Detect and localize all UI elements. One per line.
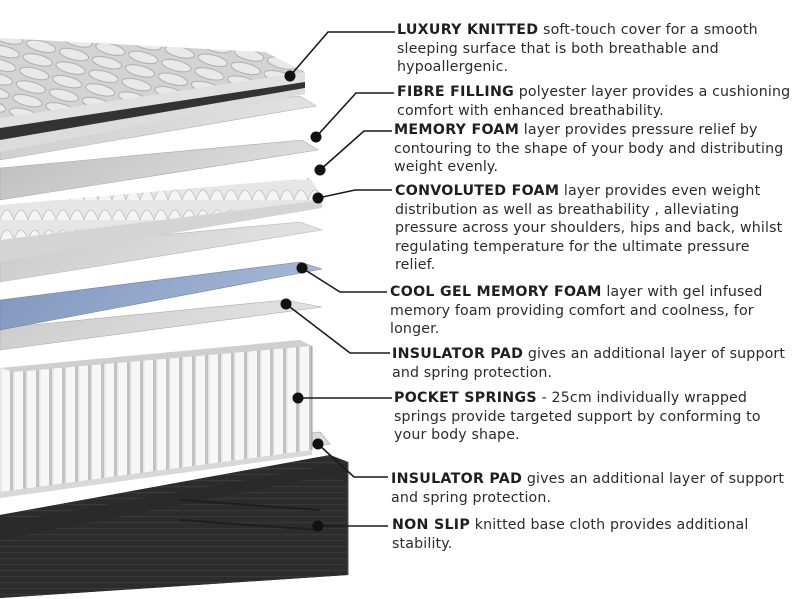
leader-lines: [285, 31, 395, 527]
callout-body: gives an additional layer of support and…: [392, 346, 786, 381]
leader-line-cool-gel: [301, 267, 387, 293]
callout-convoluted-foam: CONVOLUTED FOAM layer provides even weig…: [395, 182, 793, 275]
callout-heading: COOL GEL MEMORY FOAM: [390, 284, 602, 300]
callout-body: polyester layer provides a cushioning co…: [397, 84, 791, 119]
leader-line-memory-foam: [319, 130, 392, 171]
callout-luxury-knitted: LUXURY KNITTED soft-touch cover for a sm…: [397, 21, 793, 77]
upper-insulator-pad: [0, 299, 323, 351]
callout-pocket-springs: POCKET SPRINGS - 25cm individually wrapp…: [394, 389, 796, 445]
callout-heading: FIBRE FILLING: [397, 84, 515, 100]
callout-non-slip: NON SLIP knitted base cloth provides add…: [392, 516, 796, 553]
callout-heading: INSULATOR PAD: [391, 471, 523, 487]
callout-body: gives an additional layer of support and…: [391, 471, 785, 506]
callout-heading: NON SLIP: [392, 517, 471, 533]
leader-line-luxury-knitted: [289, 31, 395, 77]
dot-fibre-filling: [310, 131, 322, 143]
callout-body: layer with gel infused memory foam provi…: [390, 284, 763, 338]
callout-heading: LUXURY KNITTED: [397, 22, 539, 38]
leader-line-convoluted-foam: [317, 189, 392, 199]
cool-gel-layer: [0, 261, 323, 331]
callout-body: layer provides pressure relief by contou…: [394, 122, 784, 176]
dot-non-slip: [312, 520, 324, 532]
callout-heading: POCKET SPRINGS: [394, 390, 537, 406]
callout-memory-foam: MEMORY FOAM layer provides pressure reli…: [394, 121, 794, 177]
dot-insulator-pad-upper: [280, 298, 292, 310]
callout-heading: MEMORY FOAM: [394, 122, 520, 138]
dot-cool-gel: [296, 262, 308, 274]
callout-heading: CONVOLUTED FOAM: [395, 183, 560, 199]
leader-line-insulator-pad-lower: [317, 443, 388, 478]
pocket-springs-layer: [0, 340, 313, 498]
dot-memory-foam: [314, 164, 326, 176]
leader-line-fibre-filling: [315, 92, 394, 138]
callout-fibre-filling: FIBRE FILLING polyester layer provides a…: [397, 83, 793, 120]
callout-insulator-pad-upper: INSULATOR PAD gives an additional layer …: [392, 345, 796, 382]
callout-insulator-pad-lower: INSULATOR PAD gives an additional layer …: [391, 470, 795, 507]
base-layer: [0, 455, 349, 598]
callout-heading: INSULATOR PAD: [392, 346, 524, 362]
leader-dots: [280, 70, 326, 532]
memory-foam-layer: [0, 139, 319, 201]
callout-body: - 25cm individually wrapped springs prov…: [394, 390, 761, 444]
knitted-top-layer: [0, 38, 305, 152]
convoluted-base-sheet: [0, 221, 324, 283]
callout-body: soft-touch cover for a smooth sleeping s…: [397, 22, 758, 76]
convoluted-foam-layer: [0, 178, 322, 262]
callout-body: knitted base cloth provides additional s…: [392, 517, 749, 552]
callout-body: layer provides even weight distribution …: [395, 183, 783, 274]
dot-luxury-knitted: [284, 70, 296, 82]
dot-pocket-springs: [292, 392, 304, 404]
dot-insulator-pad-lower: [312, 438, 324, 450]
callout-cool-gel-memory-foam: COOL GEL MEMORY FOAM layer with gel infu…: [390, 283, 795, 339]
dot-convoluted-foam: [312, 192, 324, 204]
leader-line-insulator-pad-upper: [285, 303, 390, 354]
